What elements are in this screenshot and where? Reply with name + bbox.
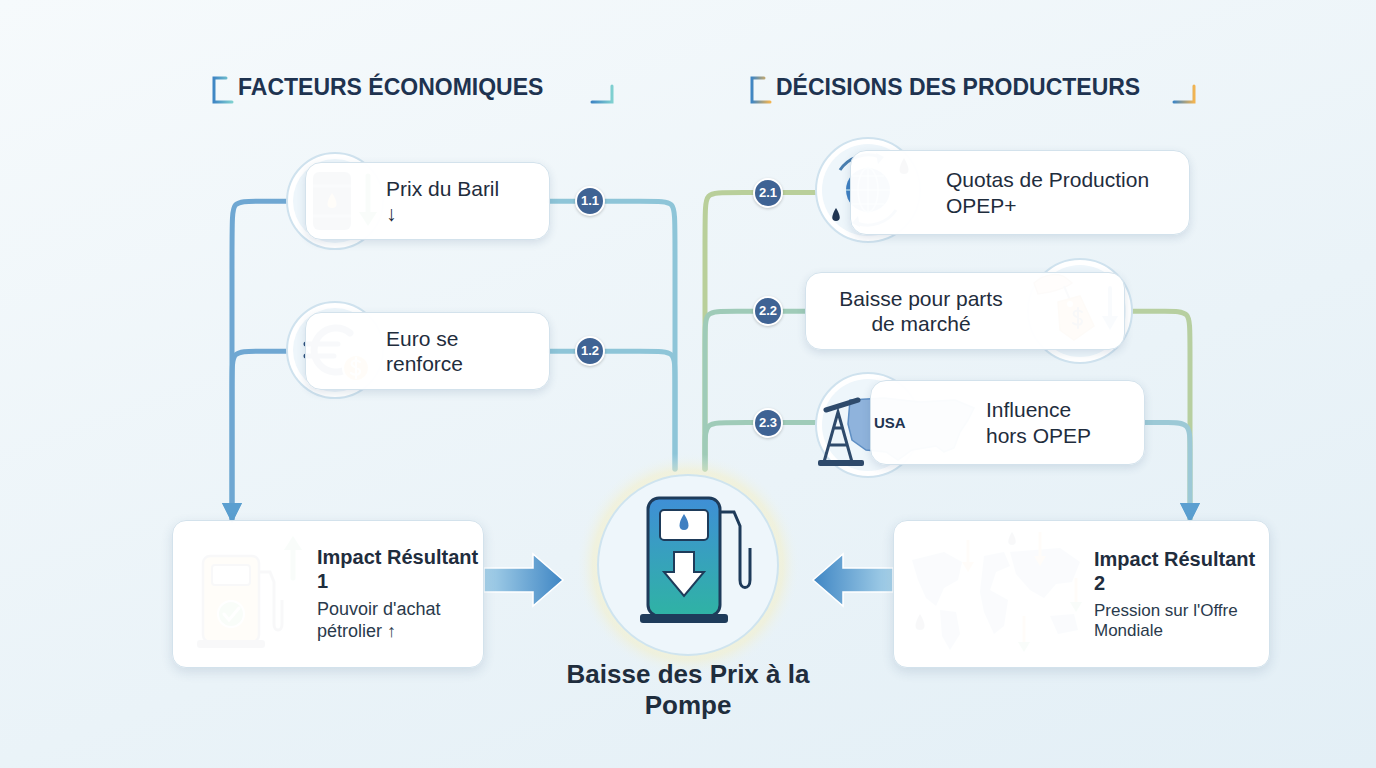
flow-arrow — [484, 554, 563, 606]
text-block: Impact Résultant 2 Pression sur l'Offre M… — [1094, 539, 1266, 650]
node-body: Pouvoir d'achat pétrolier ↑ — [317, 599, 479, 642]
decision-box: Influence hors OPEP — [870, 380, 1145, 465]
connector-line — [550, 201, 675, 469]
node-body: Pression sur l'Offre Mondiale — [1094, 601, 1266, 642]
flow-arrow — [813, 554, 893, 606]
fuel-pump-icon — [576, 453, 800, 677]
map-label: USA — [874, 414, 906, 431]
text-block: Baisse pour parts de marché — [826, 278, 1016, 344]
factor-box: Prix du Baril ↓ — [305, 162, 550, 240]
callout-number: 1.1 — [575, 186, 605, 216]
callout-number: 1.2 — [575, 336, 605, 366]
text-block: Baisse des Prix à la Pompe — [563, 659, 813, 725]
node-title: Influence hors OPEP — [986, 397, 1116, 447]
decision-box: Quotas de Production OPEP+ — [850, 150, 1190, 235]
result-node: Baisse des Prix à la Pompe — [563, 470, 813, 725]
node-title: Baisse pour parts de marché — [826, 286, 1016, 336]
connector-line — [1145, 423, 1190, 520]
node-title: Quotas de Production OPEP+ — [946, 167, 1151, 217]
impact-box: Impact Résultant 1 Pouvoir d'achat pétrol… — [172, 520, 484, 668]
factor-box: Euro se renforce — [305, 312, 550, 390]
node-title: Baisse des Prix à la Pompe — [563, 659, 813, 721]
node-title: Impact Résultant 2 — [1094, 547, 1266, 595]
node-title: Impact Résultant 1 — [317, 545, 479, 593]
text-block: Euro se renforce — [386, 318, 506, 384]
callout-number: 2.1 — [753, 178, 783, 208]
group-heading: DÉCISIONS DES PRODUCTEURS — [776, 74, 1140, 101]
connector-line — [550, 351, 675, 469]
text-block: Quotas de Production OPEP+ — [946, 159, 1151, 225]
node-title: Euro se renforce — [386, 326, 506, 376]
text-block: Influence hors OPEP — [986, 389, 1116, 455]
connector-line — [705, 311, 805, 469]
group-heading: FACTEURS ÉCONOMIQUES — [238, 74, 543, 101]
node-title: Prix du Baril ↓ — [386, 176, 506, 226]
text-block: Impact Résultant 1 Pouvoir d'achat pétrol… — [317, 537, 479, 650]
callout-number: 2.2 — [753, 296, 783, 326]
impact-box: Impact Résultant 2 Pression sur l'Offre M… — [893, 520, 1270, 668]
decision-box: Baisse pour parts de marché — [805, 272, 1125, 350]
callout-number: 2.3 — [753, 408, 783, 438]
text-block: Prix du Baril ↓ — [386, 168, 506, 234]
